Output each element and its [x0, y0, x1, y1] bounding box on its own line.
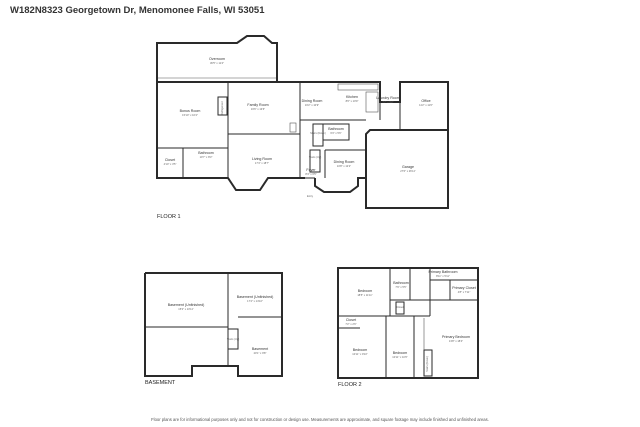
living-room-dims: 17'4" x 18'7" — [255, 161, 269, 165]
basement-label: Basement — [252, 347, 268, 351]
overroom-dims: 36'5" x 11'4" — [210, 61, 224, 65]
bonus-room-label: Bonus Room — [180, 109, 201, 113]
floor-2-exterior-wall — [337, 267, 479, 379]
family-room-label: Family Room — [247, 103, 268, 107]
living-room-label: Living Room — [252, 157, 272, 161]
overroom-label: Overroom — [209, 57, 225, 61]
bathroom-box — [322, 123, 350, 141]
garage-label: Garage — [402, 165, 414, 169]
primary-bathroom-dims: 8'11" x 5'11" — [436, 274, 450, 278]
stairs-up-label: Stairs (Up) — [309, 155, 322, 159]
bedroom-3-dims: 10'11" x 10'6" — [392, 355, 408, 359]
closet-label: Closet — [165, 158, 175, 162]
bathroom-dims: 6'3" x 5'6" — [330, 131, 341, 135]
primary-closet-dims: 4'8" x 7'11" — [458, 290, 471, 294]
stairs-up-box — [309, 149, 321, 173]
floor-1-exterior-wall — [157, 81, 449, 209]
basement-exterior-wall — [144, 272, 283, 377]
floor-2-label: FLOOR 2 — [338, 382, 362, 388]
closet-2-dims: 7'2" x 2'6" — [345, 322, 356, 326]
closet-2-label: Closet — [346, 318, 356, 322]
overroom-outline — [156, 35, 278, 82]
floor-1-plan: Overroom 36'5" x 11'4" Bonus Room 15'10"… — [156, 35, 449, 220]
basement-stairs-label: Stairs (Up) — [227, 337, 240, 341]
floor-1-exterior-wall-south — [314, 177, 366, 193]
garage-dims: 27'6" x 26'11" — [400, 169, 416, 173]
foyer-dims: 8'4" x 6'5" — [305, 172, 316, 176]
kitchen-label: Kitchen — [346, 95, 358, 99]
laundry-room-dims: 7'7" x 6'2" — [382, 100, 393, 104]
dining-room-label: Dining Room — [302, 99, 323, 103]
disclaimer: Floor plans are for informational purpos… — [151, 417, 489, 422]
bathroom-main-dims: 10'7" x 8'3" — [200, 155, 213, 159]
closet-dims: 4'10" x 3'5" — [164, 162, 177, 166]
refrigerator-box — [217, 96, 228, 116]
basement-unfinished-1-dims: 15'3" x 13'11" — [178, 307, 194, 311]
floor-2-plan: Bedroom 18'5" x 11'11" Bathroom 7'9" x 5… — [337, 267, 479, 388]
stairs-down-label: Stairs (Down) — [310, 131, 326, 135]
dining-room-2-label: Dining Room — [334, 160, 355, 164]
entry-label: Entry — [307, 194, 314, 198]
office-label: Office — [421, 99, 430, 103]
bathroom-2-dims: 7'9" x 5'5" — [395, 285, 406, 289]
dining-room-2-dims: 10'8" x 12'2" — [337, 164, 351, 168]
page-title: W182N8323 Georgetown Dr, Menomonee Falls… — [10, 5, 265, 16]
dining-room-dims: 16'2" x 10'9" — [305, 103, 319, 107]
kitchen-island — [365, 91, 379, 113]
basement-unfinished-1-label: Basement (Unfinished) — [168, 303, 205, 307]
basement-plan: Basement (Unfinished) 15'3" x 13'11" Bas… — [144, 272, 283, 386]
closet-small — [289, 122, 297, 133]
kitchen-dims: 8'6" x 10'9" — [346, 99, 359, 103]
kitchen-counter — [337, 83, 379, 91]
bonus-room-dims: 15'10" x 16'4" — [182, 113, 198, 117]
stairs-down-box — [312, 123, 324, 147]
basement-unfinished-2-dims: 17'4" x 14'10" — [247, 299, 263, 303]
bedroom-1-dims: 18'5" x 11'11" — [357, 293, 372, 297]
primary-closet-label: Primary Closet — [452, 286, 476, 290]
laundry-room-label: Laundry Room — [376, 96, 400, 100]
floor-1-exterior-wall-west — [156, 82, 305, 191]
closet-3-label: Closet — [396, 305, 404, 309]
family-room-dims: 16'6" x 13'6" — [251, 107, 265, 111]
basement-floor-label: BASEMENT — [145, 380, 176, 386]
bathroom-main-label: Bathroom — [198, 151, 214, 155]
foyer-label: Foyer — [306, 168, 316, 172]
floor-1-label: FLOOR 1 — [157, 214, 181, 220]
bedroom-2-dims: 10'11" x 9'10" — [352, 352, 368, 356]
basement-unfinished-2-label: Basement (Unfinished) — [237, 295, 274, 299]
bedroom-3-label: Bedroom — [393, 351, 408, 355]
bathroom-label: Bathroom — [328, 127, 344, 131]
basement-stairs-box — [227, 328, 239, 350]
basement-dims: 20'1" x 9'8" — [254, 351, 267, 355]
bathroom-2-label: Bathroom — [393, 281, 409, 285]
refrigerator-label: Refrigerator — [220, 101, 224, 115]
primary-bathroom-label: Primary Bathroom — [429, 270, 458, 274]
primary-bedroom-label: Primary Bedroom — [442, 335, 470, 339]
primary-bedroom-dims: 13'8" x 18'4" — [449, 339, 463, 343]
stairs-down-2-box — [423, 349, 433, 377]
closet-3-box — [395, 301, 405, 315]
bedroom-2-label: Bedroom — [353, 348, 368, 352]
stairs-down-2-label: Stairs (Down) — [425, 356, 429, 372]
office-dims: 11'2" x 11'6" — [419, 103, 433, 107]
bedroom-1-label: Bedroom — [358, 289, 373, 293]
